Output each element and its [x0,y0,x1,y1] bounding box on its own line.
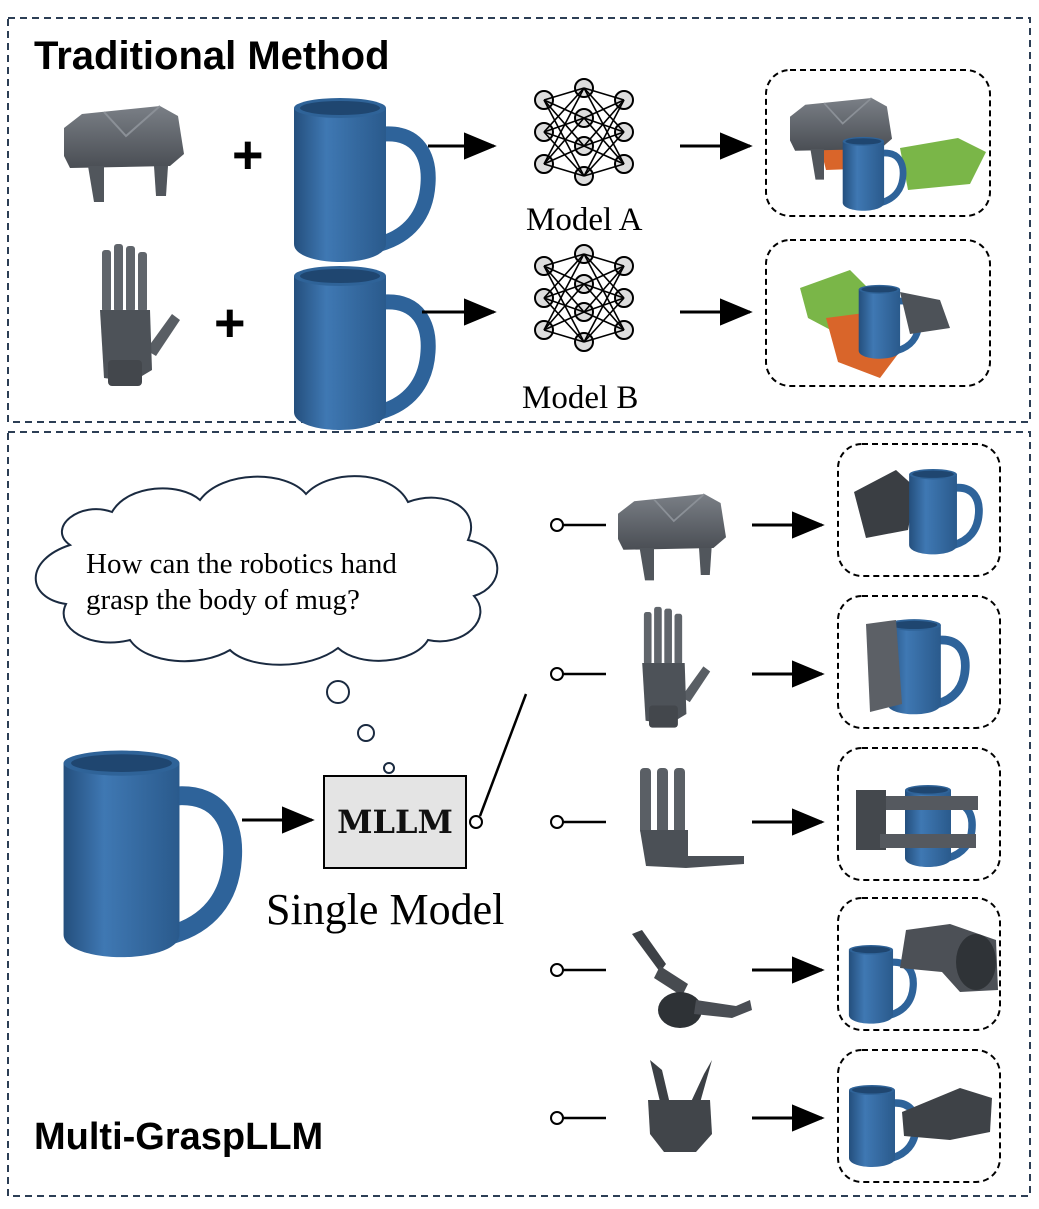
mug-image [64,751,233,958]
plus-sign: + [214,293,246,353]
thought-dot [383,762,395,774]
hand-grasp-result-image [866,619,965,714]
claw-grasp-result-image [849,924,998,1024]
thought-dot [326,680,350,704]
branch-node [550,667,564,681]
connector-node [469,815,483,829]
multi-panel-border [7,431,1031,1197]
gripper-hand-image [617,493,727,582]
single-model-label: Single Model [266,885,505,934]
claw-hand-image [632,930,752,1028]
thought-cloud [34,475,499,666]
five-finger-hand-image [642,606,711,728]
grasp-result-box [765,239,991,387]
three-finger-grasp-result-image [856,785,978,867]
five-finger-hand-image [100,244,180,386]
branch-node [550,963,564,977]
connector-line [478,693,528,817]
grasp-result-box [837,595,1001,729]
grasp-result-box [837,897,1001,1031]
mllm-label: MLLM [337,803,453,841]
plus-sign: + [232,125,264,185]
branch-node [550,1111,564,1125]
branch-node [550,815,564,829]
model-b-label: Model B [522,380,639,416]
mug-image [294,266,428,430]
grasp-result-box [837,443,1001,577]
thought-dot [357,724,375,742]
prompt-line: How can the robotics hand [86,548,397,580]
three-finger-hand-image [640,768,744,868]
mllm-box [323,775,467,869]
hand-grasp-result-image [800,270,950,378]
prompt-question: How can the robotics hand grasp the body… [86,546,446,618]
gripper-grasp-result-image [854,469,979,554]
traditional-panel-border [7,17,1031,423]
gripper-grasp-result-image [789,97,986,211]
multi-graspllm-title: Multi-GraspLLM [34,1116,324,1158]
grasp-result-box [837,747,1001,881]
branch-node [550,518,564,532]
traditional-method-title: Traditional Method [34,34,390,78]
two-finger-hand-image [648,1060,712,1152]
grasp-result-box [765,69,991,217]
gripper-hand-image [63,105,185,203]
neural-network-icon [534,78,634,186]
two-finger-grasp-result-image [849,1085,992,1167]
grasp-result-box [837,1049,1001,1183]
mug-image [294,98,428,262]
prompt-line: grasp the body of mug? [86,584,360,616]
model-a-label: Model A [526,202,643,238]
neural-network-icon [534,244,634,352]
